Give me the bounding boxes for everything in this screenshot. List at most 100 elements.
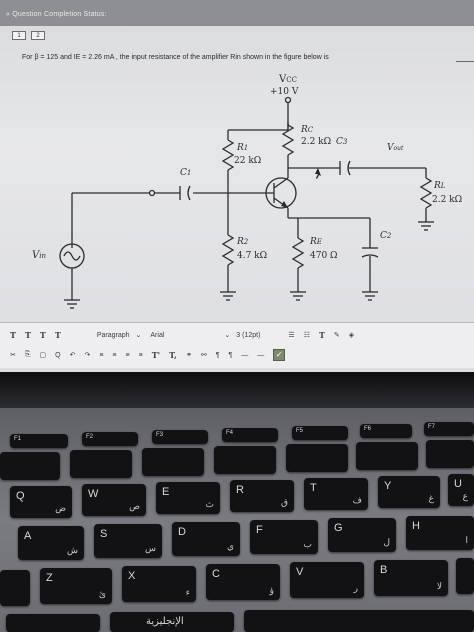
chevron-down-icon: ⌄ <box>224 332 231 339</box>
question-2-button[interactable]: 2 <box>31 31 45 40</box>
ltr-icon[interactable]: ¶ <box>215 351 220 359</box>
rl-resistor <box>419 177 433 209</box>
r2-value: 4.7 kΩ <box>237 251 267 261</box>
key-num-7 <box>426 440 474 468</box>
question-completion-status: « Question Completion Status: <box>6 11 107 18</box>
key-f4: F4 <box>222 428 278 442</box>
key-num-6 <box>356 442 418 470</box>
key-num-5 <box>286 444 348 472</box>
key-fn <box>6 614 100 632</box>
c3-label: C3 <box>336 137 348 147</box>
mouse-cursor-icon <box>315 168 321 179</box>
vin-label: Vin <box>32 250 46 261</box>
answer-blank[interactable] <box>456 61 474 62</box>
copy-icon[interactable]: ⎘ <box>24 351 31 358</box>
re-value: 470 Ω <box>310 251 338 261</box>
undo-icon[interactable]: ↶ <box>69 352 76 359</box>
r2-resistor <box>221 234 235 266</box>
font-size-select[interactable]: ⌄3 (12pt) <box>224 331 261 340</box>
unlink-icon[interactable]: ⚯ <box>200 352 207 359</box>
monitor-screen: « Question Completion Status: 1 2 For β … <box>0 0 474 372</box>
redo-icon[interactable]: ↷ <box>84 352 91 359</box>
c1-label: C1 <box>180 168 191 178</box>
numbered-list-button[interactable]: ☷ <box>303 332 310 339</box>
strikethrough-button[interactable]: T <box>54 330 61 340</box>
superscript-button[interactable]: T' <box>151 350 161 360</box>
key-n <box>456 558 474 594</box>
key-num-4 <box>214 446 276 474</box>
justify-icon[interactable]: ≡ <box>138 351 143 359</box>
key-f3: F3 <box>152 430 208 444</box>
vcc-value: +10 V <box>270 87 299 97</box>
rc-label: RC <box>300 125 314 135</box>
paragraph-select[interactable]: Paragraph⌄ <box>96 331 142 340</box>
italic-button[interactable]: T <box>24 330 31 340</box>
toolbar-row-editing: ✂ ⎘ ▢ Q ↶ ↷ ≡ ≡ ≡ ≡ T' T, ⚭ ⚯ ¶ ¶ — — ✓ <box>10 347 286 363</box>
vout-label: Vout <box>387 143 404 153</box>
key-f7: F7 <box>424 422 474 436</box>
highlight-icon[interactable]: ✎ <box>333 332 340 339</box>
horizontal-line-icon[interactable]: — <box>257 351 265 359</box>
laptop-bezel <box>0 372 474 408</box>
horizontal-line-icon[interactable]: — <box>241 351 249 359</box>
key-num-3 <box>142 448 204 476</box>
rtl-icon[interactable]: ¶ <box>228 351 233 359</box>
text-editor-toolbar: T T T T Paragraph⌄ Arial ⌄3 (12pt) ☰ ☷ T… <box>0 322 474 368</box>
question-text: For β = 125 and IE = 2.26 mA , the input… <box>22 54 329 61</box>
bold-button[interactable]: T <box>10 330 16 340</box>
rc-resistor <box>281 124 295 156</box>
key-f2: F2 <box>82 432 138 446</box>
bullet-list-button[interactable]: ☰ <box>288 332 295 339</box>
key-f5: F5 <box>292 426 348 440</box>
eraser-icon[interactable]: ◈ <box>348 332 355 339</box>
align-right-icon[interactable]: ≡ <box>125 351 130 359</box>
r1-value: 22 kΩ <box>234 156 261 166</box>
key-f1: F1 <box>10 434 68 448</box>
spellcheck-icon[interactable]: ✓ <box>273 349 286 361</box>
r1-resistor <box>221 139 235 171</box>
r1-label: R1 <box>236 143 248 153</box>
font-select[interactable]: Arial <box>150 331 165 339</box>
rc-value: 2.2 kΩ <box>301 137 331 147</box>
key-space <box>244 610 474 632</box>
chevron-down-icon: ⌄ <box>135 332 142 339</box>
paste-icon[interactable]: ▢ <box>39 352 47 359</box>
amplifier-circuit-diagram: VCC +10 V R1 22 kΩ RC 2.2 kΩ C3 Vout C1 … <box>32 74 462 309</box>
c2-label: C2 <box>380 231 392 241</box>
re-resistor <box>291 237 305 269</box>
key-num-1 <box>0 452 60 480</box>
search-icon[interactable]: Q <box>55 351 61 359</box>
key-language: الإنجليزية <box>110 612 234 632</box>
cut-icon[interactable]: ✂ <box>10 352 16 359</box>
link-icon[interactable]: ⚭ <box>185 352 192 359</box>
underline-button[interactable]: T <box>39 330 46 340</box>
vcc-label: VCC <box>278 74 297 85</box>
subscript-button[interactable]: T, <box>169 350 177 360</box>
re-label: RE <box>309 237 322 247</box>
question-1-button[interactable]: 1 <box>12 31 26 40</box>
status-bar: « Question Completion Status: <box>0 0 474 26</box>
text-color-button[interactable]: T <box>318 330 325 340</box>
rl-label: RL <box>433 181 446 191</box>
r2-label: R2 <box>236 237 249 247</box>
align-center-icon[interactable]: ≡ <box>112 351 117 359</box>
align-left-icon[interactable]: ≡ <box>99 351 104 359</box>
